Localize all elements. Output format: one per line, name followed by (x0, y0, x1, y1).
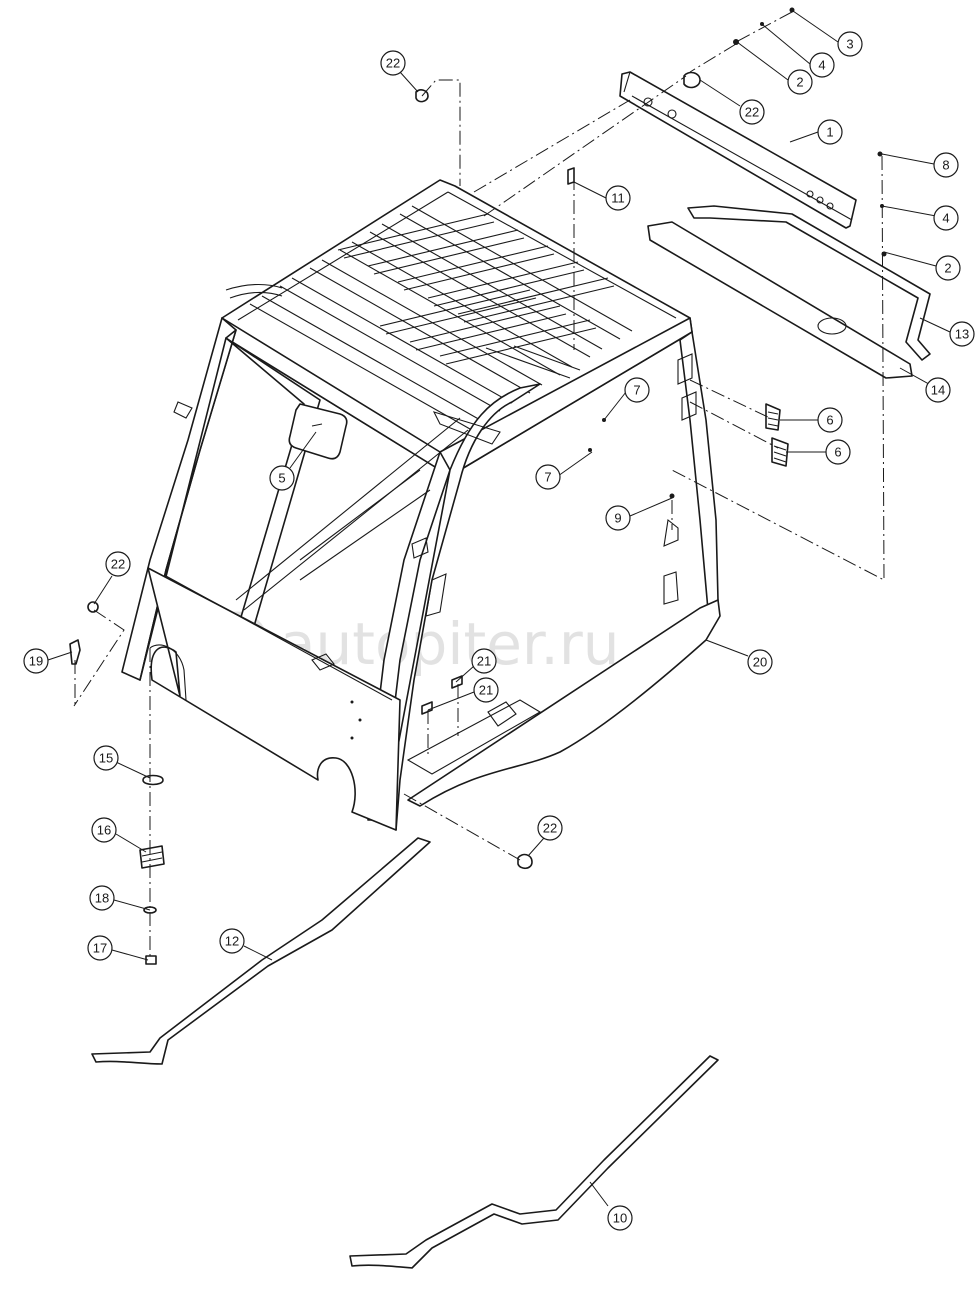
svg-text:21: 21 (477, 654, 491, 669)
callout-7-upper: 7 (624, 377, 650, 403)
callout-9: 9 (605, 505, 631, 531)
svg-text:12: 12 (225, 934, 239, 949)
svg-text:15: 15 (99, 751, 113, 766)
callout-16: 16 (91, 817, 117, 843)
callout-22-top-right: 22 (739, 99, 765, 125)
callout-22-bottom: 22 (537, 815, 563, 841)
callout-1: 1 (817, 119, 843, 145)
svg-text:22: 22 (543, 821, 557, 836)
svg-text:8: 8 (942, 158, 949, 173)
callout-15: 15 (93, 745, 119, 771)
rear-bracket-part (619, 71, 857, 229)
assembly-lines (73, 11, 885, 960)
callout-17: 17 (87, 935, 113, 961)
svg-text:4: 4 (818, 58, 825, 73)
callout-12: 12 (219, 928, 245, 954)
svg-text:21: 21 (479, 683, 493, 698)
callout-4-top: 4 (809, 52, 835, 78)
svg-text:20: 20 (753, 655, 767, 670)
callout-4-right: 4 (933, 205, 959, 231)
bar-part (687, 205, 931, 361)
callout-3: 3 (837, 31, 863, 57)
svg-text:14: 14 (931, 383, 945, 398)
callout-22-left: 22 (105, 551, 131, 577)
svg-text:2: 2 (944, 261, 951, 276)
svg-text:19: 19 (29, 654, 43, 669)
svg-text:6: 6 (834, 445, 841, 460)
callout-18: 18 (89, 885, 115, 911)
svg-text:3: 3 (846, 37, 853, 52)
svg-text:4: 4 (942, 211, 949, 226)
callout-19: 19 (23, 648, 49, 674)
vent-grille (765, 403, 789, 467)
callout-20: 20 (747, 649, 773, 675)
svg-text:2: 2 (796, 75, 803, 90)
svg-text:22: 22 (745, 105, 759, 120)
seal-strip-lower-right (349, 1055, 719, 1269)
svg-text:7: 7 (633, 383, 640, 398)
svg-text:1: 1 (826, 125, 833, 140)
callout-11: 11 (605, 185, 631, 211)
plate-part (647, 221, 913, 379)
svg-text:22: 22 (111, 557, 125, 572)
callout-2-right: 2 (935, 255, 961, 281)
mirror (288, 403, 348, 460)
seal-strip-lower-left (91, 837, 431, 1065)
svg-text:17: 17 (93, 941, 107, 956)
callout-22-top-left: 22 (380, 50, 406, 76)
svg-text:5: 5 (278, 471, 285, 486)
callout-13: 13 (949, 321, 975, 347)
svg-text:11: 11 (611, 191, 625, 206)
callout-8: 8 (933, 152, 959, 178)
callouts: 1 2 2 3 4 4 5 6 6 7 7 8 9 10 11 12 13 14… (23, 31, 975, 1231)
callout-6-lower: 6 (825, 439, 851, 465)
callout-2-top: 2 (787, 69, 813, 95)
cab-frame (121, 283, 721, 831)
callout-6-upper: 6 (817, 407, 843, 433)
callout-21-lower: 21 (473, 677, 499, 703)
svg-text:22: 22 (386, 56, 400, 71)
svg-text:9: 9 (614, 511, 621, 526)
svg-text:13: 13 (955, 327, 969, 342)
svg-text:18: 18 (95, 891, 109, 906)
svg-text:16: 16 (97, 823, 111, 838)
callout-10: 10 (607, 1205, 633, 1231)
callout-14: 14 (925, 377, 951, 403)
callout-5: 5 (269, 465, 295, 491)
leader-lines (47, 10, 951, 1207)
svg-text:6: 6 (826, 413, 833, 428)
callout-21-upper: 21 (471, 648, 497, 674)
svg-text:7: 7 (544, 470, 551, 485)
callout-7-lower: 7 (535, 464, 561, 490)
svg-text:10: 10 (613, 1211, 627, 1226)
